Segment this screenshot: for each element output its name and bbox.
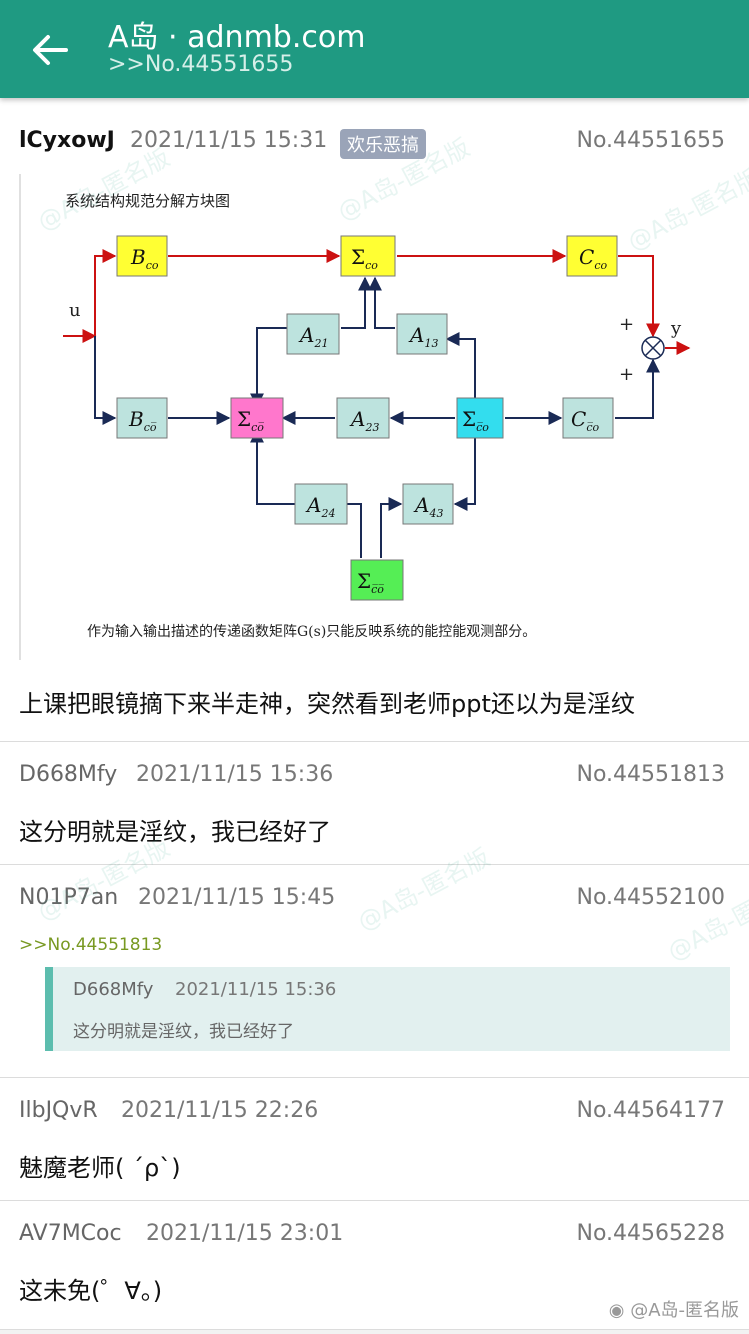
post-meta: IlbJQvR 2021/11/15 22:26 No.44564177 [0, 1096, 749, 1134]
svg-text:A21: A21 [298, 323, 328, 350]
post-uid[interactable]: AV7MCoc [19, 1221, 122, 1246]
svg-text:A13: A13 [408, 323, 438, 350]
reply-post: N01P7an 2021/11/15 15:45 No.44552100 >>N… [0, 865, 749, 1078]
summing-junction-icon [641, 336, 665, 360]
svg-text:A24: A24 [305, 493, 335, 520]
svg-text:A43: A43 [413, 493, 443, 520]
diagram-caption: 作为输入输出描述的传递函数矩阵G(s)只能反映系统的能控能观测部分。 [87, 624, 536, 640]
post-time: 2021/11/15 15:31 [130, 128, 328, 153]
post-content: 魅魔老师( ´ρ`) [19, 1154, 181, 1182]
svg-text:Cco: Cco [579, 245, 607, 272]
post-uid[interactable]: N01P7an [19, 885, 119, 910]
block-b-cobar: Bco̅ [116, 397, 168, 439]
post-meta: D668Mfy 2021/11/15 15:36 No.44551813 [0, 760, 749, 798]
block-a43: A43 [402, 483, 454, 525]
weibo-logo-icon: ◉ [608, 1300, 631, 1321]
post-time: 2021/11/15 23:01 [146, 1221, 344, 1246]
quoted-time: 2021/11/15 15:36 [175, 979, 337, 1000]
post-meta: AV7MCoc 2021/11/15 23:01 No.44565228 [0, 1219, 749, 1257]
post-image[interactable]: 系统结构规范分解方块图 [19, 174, 725, 660]
post-meta: lCyxowJ 2021/11/15 15:31 欢乐恶搞 No.4455165… [0, 126, 749, 164]
app-bar: A岛 · adnmb.com >>No.44551655 [0, 0, 749, 98]
post-content: 这分明就是淫纹，我已经好了 [19, 818, 331, 846]
back-arrow-icon[interactable] [26, 26, 74, 74]
svg-text:Σc̅o̅: Σc̅o̅ [357, 569, 384, 596]
block-a23: A23 [336, 397, 390, 439]
input-label: u [69, 300, 81, 321]
block-sum-co: Σco [340, 235, 396, 277]
svg-text:Bco: Bco [130, 245, 159, 272]
post-number[interactable]: No.44551655 [576, 128, 726, 153]
quoted-content: 这分明就是淫纹，我已经好了 [73, 1022, 294, 1042]
quote-link[interactable]: >>No.44551813 [19, 935, 163, 955]
post-uid[interactable]: lCyxowJ [19, 128, 115, 153]
app-title: A岛 · adnmb.com [108, 20, 366, 55]
post-number[interactable]: No.44565228 [576, 1221, 726, 1246]
svg-text:Σc̅o: Σc̅o [462, 407, 489, 434]
post-meta: N01P7an 2021/11/15 15:45 No.44552100 [0, 883, 749, 921]
post-number[interactable]: No.44564177 [576, 1098, 726, 1123]
block-c-co: Cco [566, 235, 618, 277]
plus-bottom: + [619, 364, 634, 385]
thread-number: >>No.44551655 [108, 52, 294, 77]
svg-text:Σco: Σco [351, 245, 378, 272]
post-content: 这未免(゜∀。) [19, 1277, 163, 1305]
block-sum-cbaro: Σc̅o [456, 397, 504, 439]
reply-post: IlbJQvR 2021/11/15 22:26 No.44564177 魅魔老… [0, 1078, 749, 1201]
post-uid[interactable]: IlbJQvR [19, 1098, 98, 1123]
post-number[interactable]: No.44551813 [576, 762, 726, 787]
svg-text:A23: A23 [349, 407, 379, 434]
board-tag[interactable]: 欢乐恶搞 [340, 129, 426, 159]
post-uid[interactable]: D668Mfy [19, 762, 118, 787]
post-number[interactable]: No.44552100 [576, 885, 726, 910]
post-content: 上课把眼镜摘下来半走神，突然看到老师ppt还以为是淫纹 [19, 690, 635, 718]
reply-post: D668Mfy 2021/11/15 15:36 No.44551813 这分明… [0, 742, 749, 865]
svg-text:Σco̅: Σco̅ [237, 407, 264, 434]
diagram-title: 系统结构规范分解方块图 [65, 192, 230, 210]
block-a21: A21 [286, 313, 340, 355]
block-a13: A13 [396, 313, 448, 355]
output-label: y [670, 318, 682, 339]
block-sum-cobar: Σco̅ [230, 397, 284, 439]
block-diagram: 系统结构规范分解方块图 [63, 192, 691, 640]
block-c-cbaro: Cc̅o [562, 397, 614, 439]
plus-top: + [619, 314, 634, 335]
post-time: 2021/11/15 15:45 [138, 885, 336, 910]
svg-text:Cc̅o: Cc̅o [571, 407, 599, 434]
quoted-uid: D668Mfy [73, 979, 154, 1000]
block-a24: A24 [294, 483, 348, 525]
reply-post: AV7MCoc 2021/11/15 23:01 No.44565228 这未免… [0, 1201, 749, 1330]
thread-list: lCyxowJ 2021/11/15 15:31 欢乐恶搞 No.4455165… [0, 98, 749, 1330]
weibo-watermark: ◉ @A岛-匿名版 [608, 1300, 739, 1321]
op-post: lCyxowJ 2021/11/15 15:31 欢乐恶搞 No.4455165… [0, 98, 749, 742]
block-b-co: Bco [116, 235, 168, 277]
svg-text:Bco̅: Bco̅ [128, 407, 157, 434]
post-time: 2021/11/15 22:26 [121, 1098, 319, 1123]
quoted-post[interactable]: D668Mfy 2021/11/15 15:36 这分明就是淫纹，我已经好了 [45, 967, 730, 1051]
block-sum-cbarobar: Σc̅o̅ [350, 559, 404, 601]
post-time: 2021/11/15 15:36 [136, 762, 334, 787]
